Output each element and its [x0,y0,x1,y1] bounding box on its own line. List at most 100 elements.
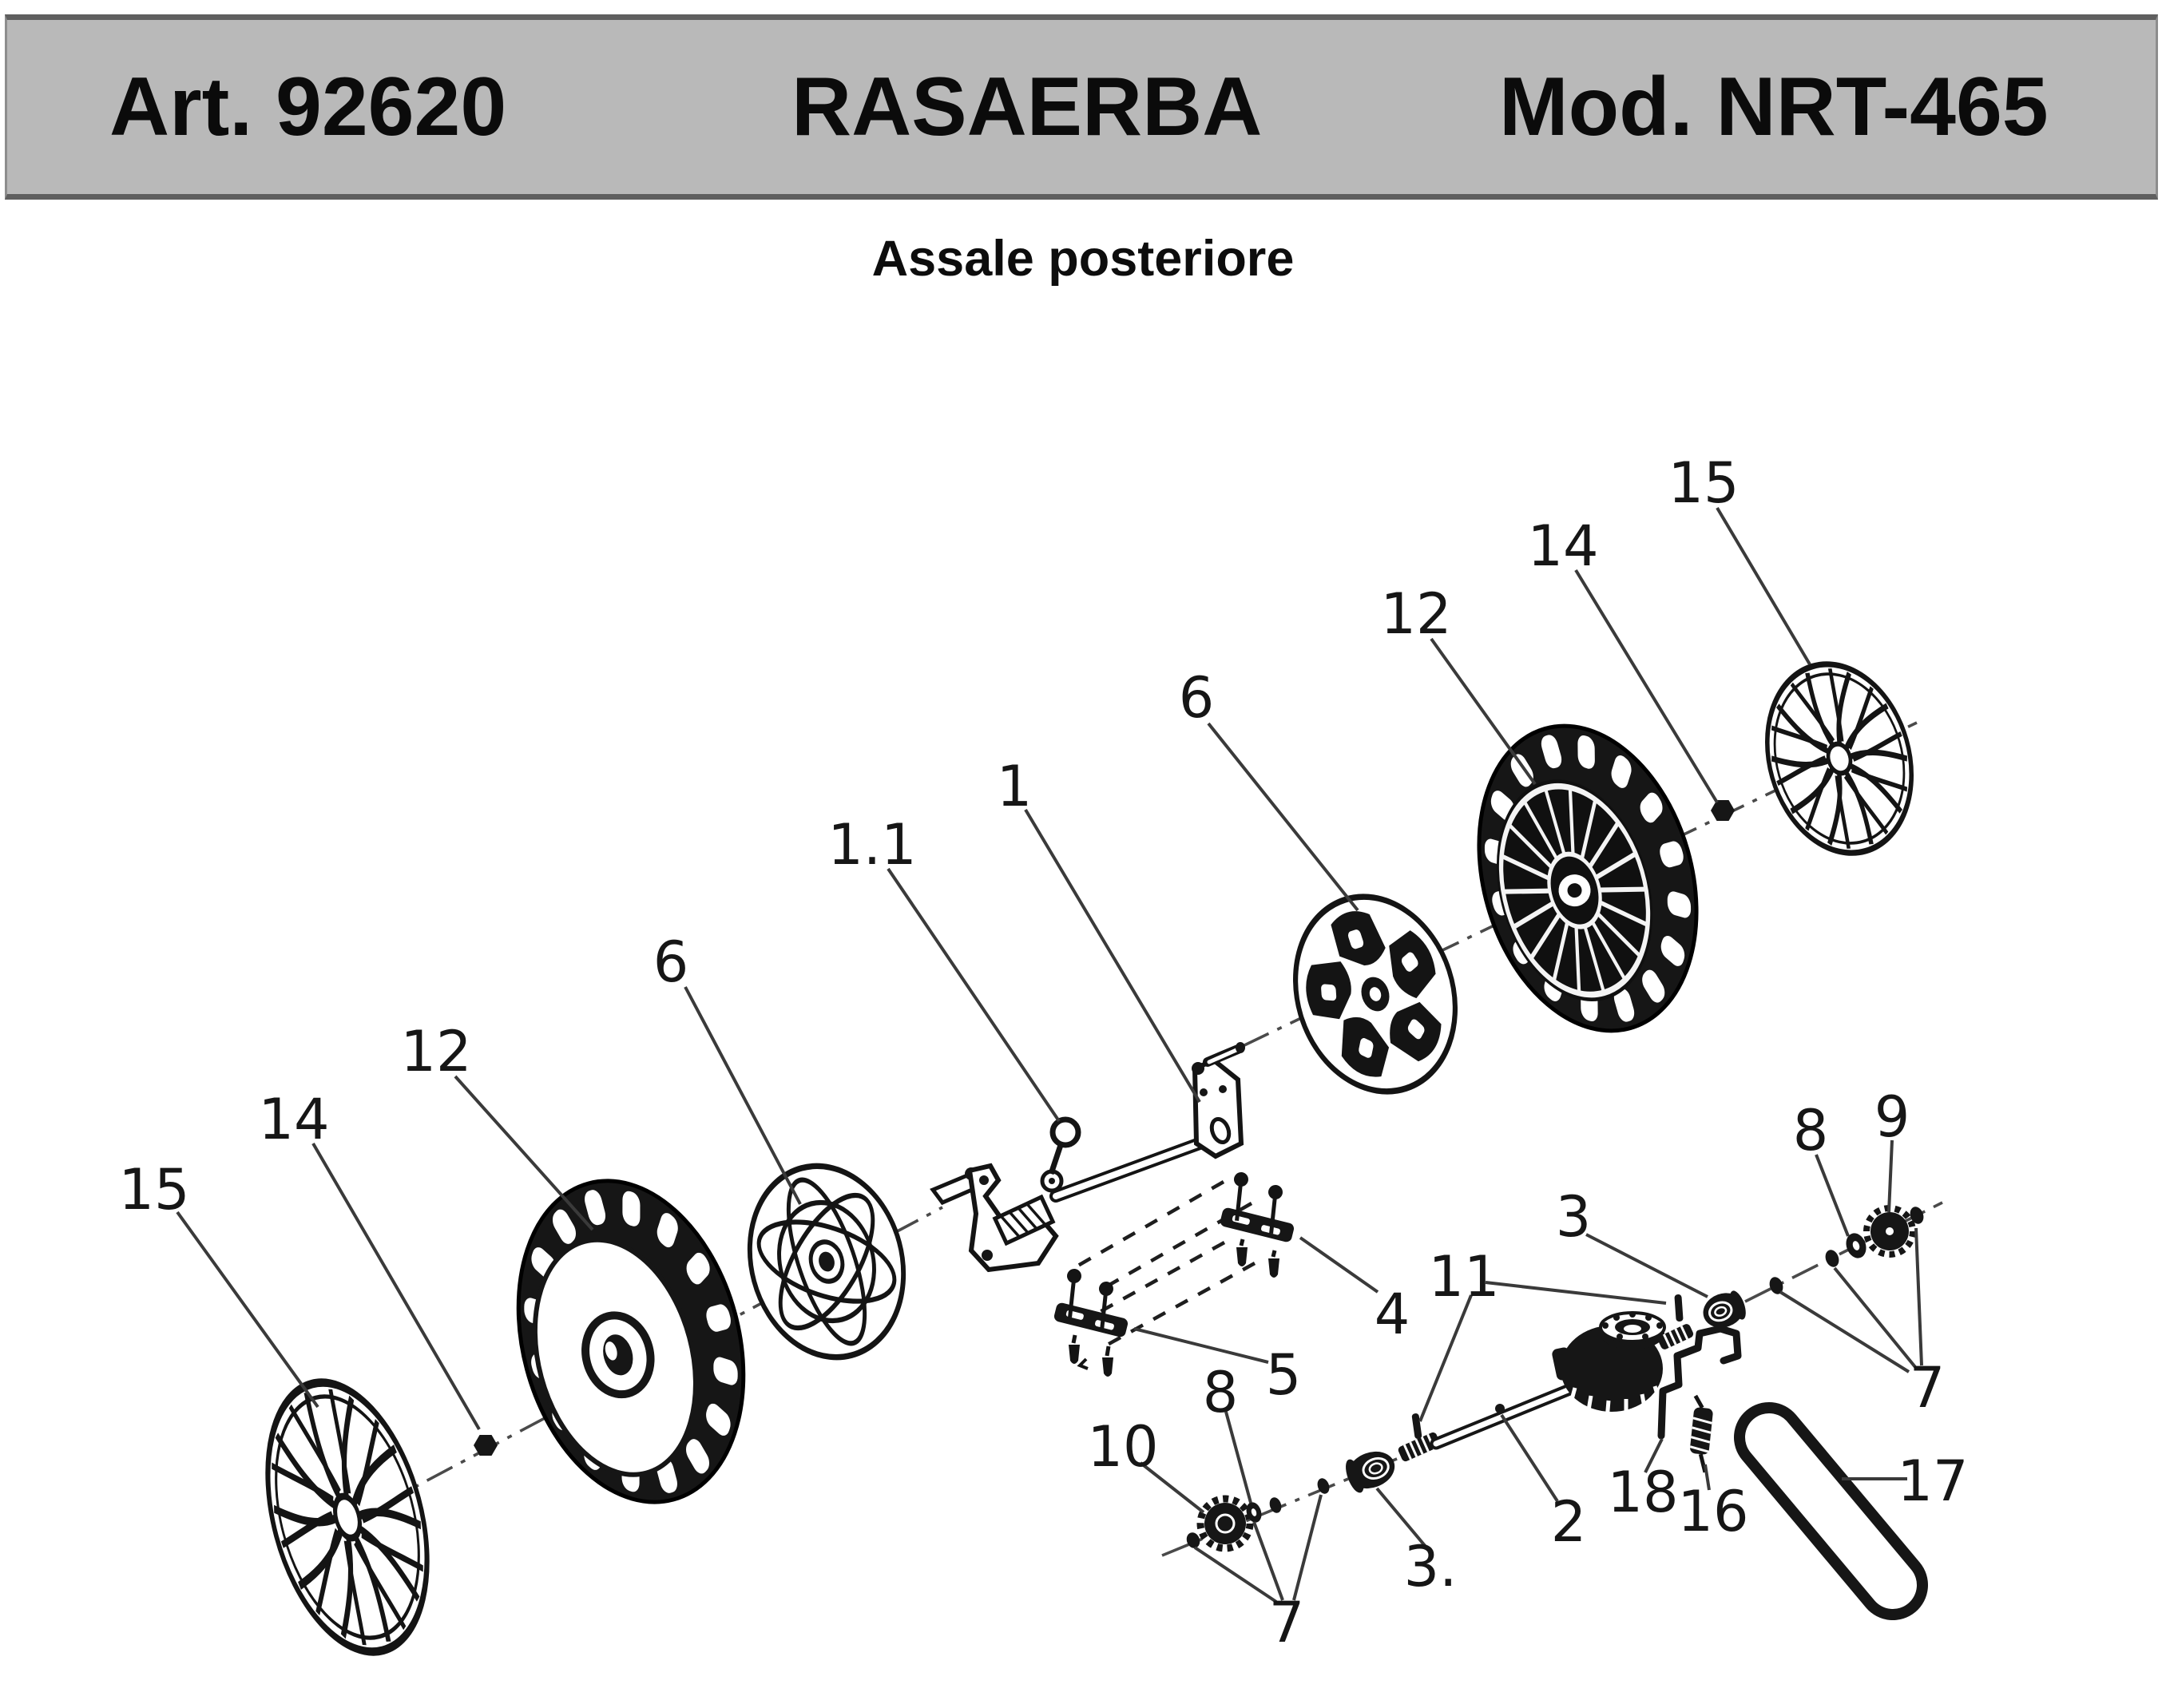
leader-line [1779,1290,1910,1373]
washer [1246,1502,1262,1523]
leader-line [1704,1464,1711,1491]
callout-4: 4 [1299,1236,1410,1347]
leader-line [1430,637,1537,786]
return-spring [1689,1394,1713,1473]
callout-14: 14 [258,1087,481,1431]
leader-line [1024,808,1201,1104]
callout-11: 11 [1418,1244,1667,1422]
part-number-label: 7 [1269,1590,1305,1655]
part-number-label: 15 [1668,450,1739,516]
mount-plate-bottom [1053,1268,1129,1377]
part-number-label: 3 [1556,1184,1592,1250]
part-number-label: 6 [653,929,689,995]
callout-16: 16 [1677,1464,1749,1544]
left-wheel-tire [491,1163,771,1520]
part-number-label: 6 [1179,665,1215,731]
callout-2: 2 [1500,1413,1587,1555]
part-number-label: 8 [1793,1098,1829,1163]
callout-3: 3 [1556,1184,1708,1298]
splined-output-shaft [1657,1324,1694,1349]
part-number-label: 15 [118,1157,189,1223]
leader-line [1252,1521,1284,1601]
right-axle-nut [1711,800,1735,821]
leader-line [1833,1266,1917,1369]
leader-line [1574,569,1719,804]
header-bar: Art. 92620 RASAERBA Mod. NRT-465 [5,14,2158,200]
part-number-label: 1 [997,754,1033,819]
callout-1_1: 1.1 [827,812,1061,1123]
washer [1846,1233,1866,1258]
leader-line [1716,506,1811,666]
part-number-label: 16 [1677,1479,1748,1544]
callout-1: 1 [997,754,1201,1104]
transmission-gearbox [1552,1311,1666,1421]
callout-6: 6 [653,929,802,1205]
washer-small [1269,1497,1282,1513]
roll-pin [1674,1294,1684,1322]
leader-line [1585,1233,1708,1298]
callout-6: 6 [1179,665,1359,912]
axle-frame [930,1042,1245,1273]
leader-line [1500,1413,1559,1503]
product-name: RASAERBA [791,61,1263,153]
drive-shaft [1430,1377,1592,1450]
part-number-label: 18 [1607,1460,1678,1525]
callout-3_: 3. [1375,1487,1458,1599]
part-number-label: 12 [1380,581,1451,647]
leader-line [1139,1461,1205,1514]
right-hub-cap [1280,890,1471,1100]
part-number-label: 14 [1527,513,1598,579]
part-number-label: 3. [1404,1534,1458,1599]
callout-10: 10 [1087,1414,1205,1514]
leader-line [1133,1327,1269,1364]
leader-line [1644,1438,1664,1473]
wheel-bolt [1186,1532,1200,1548]
left-wheel-cover [240,1365,454,1669]
leader-line [1292,1494,1323,1601]
article-number: Art. 92620 [109,61,507,153]
sprocket-axis-line [1744,1201,1943,1303]
sprocket-bolt [1769,1277,1783,1294]
callout-12: 12 [1380,581,1537,786]
mount-plate-top [1220,1171,1295,1278]
leader-line [176,1211,319,1409]
drive-belt [1734,1402,1928,1620]
right-wheel-cover [1746,647,1933,870]
drive-sprocket [1863,1205,1916,1258]
leader-line [311,1142,481,1431]
part-number-label: 17 [1897,1448,1968,1514]
leader-line [684,986,802,1205]
callout-7: 7 [1193,1494,1323,1655]
part-number-label: 4 [1375,1282,1410,1347]
leader-line [1207,722,1359,912]
leader-line [1418,1294,1473,1422]
part-number-label: 14 [258,1087,329,1152]
callout-8: 8 [1793,1098,1850,1237]
callout-5: 5 [1133,1327,1302,1408]
right-wheel-tire [1452,708,1724,1048]
model-number: Mod. NRT-465 [1499,61,2049,153]
left-hub-cap [729,1149,925,1375]
callout-14: 14 [1527,513,1719,804]
callout-8: 8 [1203,1360,1252,1504]
sprocket-bolt [1825,1250,1839,1267]
leader-line [1299,1236,1379,1294]
callout-18: 18 [1607,1438,1679,1525]
leader-line [1485,1281,1667,1305]
brake-wire-bracket [1657,1325,1742,1440]
part-number-label: 11 [1428,1244,1499,1310]
height-adjust-knob [1048,1116,1081,1175]
part-number-label: 9 [1874,1084,1910,1150]
leader-line [1375,1487,1428,1549]
part-number-label: 2 [1551,1489,1587,1555]
drive-gear [1196,1495,1254,1552]
part-number-label: 10 [1087,1414,1158,1480]
leader-line [454,1075,594,1231]
sprocket-bolt [1910,1207,1924,1224]
part-number-label: 5 [1266,1342,1302,1408]
part-number-label: 7 [1910,1355,1946,1421]
callout-15: 15 [1668,450,1811,666]
